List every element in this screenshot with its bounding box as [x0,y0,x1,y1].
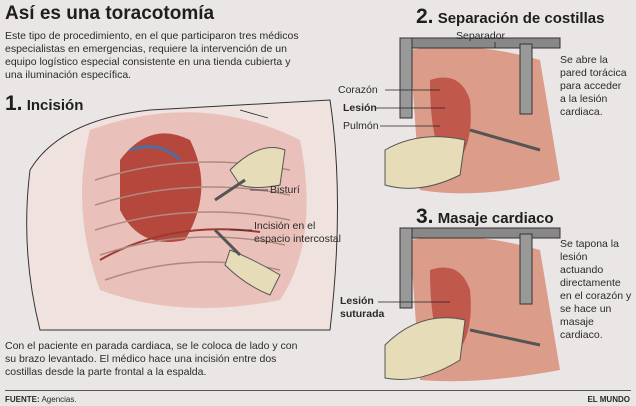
step1-caption: Con el paciente en parada cardiaca, se l… [5,340,298,378]
rib-spreader-illustration-2 [384,227,561,382]
page-title: Así es una toracotomía [5,3,215,24]
torso-illustration [26,99,338,331]
intro-text: Este tipo de procedimiento, en el que pa… [5,30,299,81]
label-bisturi: Bisturí [270,184,300,196]
label-pulmon: Pulmón [343,120,379,132]
footer-divider [5,390,631,391]
heart-icon [120,133,202,242]
step3-heading: 3. Masaje cardiaco [416,205,554,228]
step3-caption: Se tapona la lesión actuando directament… [560,238,632,341]
label-corazon: Corazón [338,84,378,96]
label-incision: Incisión en el espacio intercostal [254,220,341,245]
footer-brand: EL MUNDO [587,395,630,404]
label-lesion-suturada: Lesión suturada [340,295,385,320]
rib-spreader-illustration-1 [384,37,561,194]
label-separador: Separador [456,30,506,42]
leader-lines [230,42,496,303]
step1-heading: 1. Incisión [5,92,84,115]
step2-heading: 2. Separación de costillas [416,5,605,28]
scalpel-icon [214,178,246,202]
footer-source: FUENTE: Agencias. [5,395,77,404]
label-lesion: Lesión [343,102,377,114]
step2-caption: Se abre la pared torácica para acceder a… [560,54,627,118]
glove-hand-icon [229,147,286,188]
